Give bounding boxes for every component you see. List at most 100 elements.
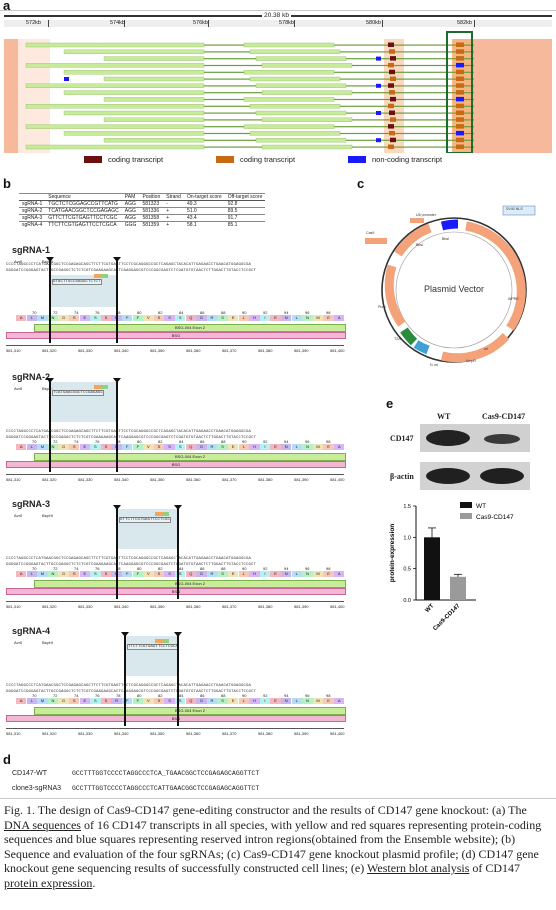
aa-number: 70 (32, 566, 37, 571)
noncoding-exon (376, 83, 381, 88)
ruler-label: 581,390 (294, 348, 309, 353)
table-cell: 581336 (139, 207, 164, 215)
clone-seq-row: clone3-sgRNA3 GCCTTTGGTCCCCTAGGCCCTCATTG… (12, 785, 259, 792)
table-cell: sgRNA-4 (19, 221, 46, 228)
amino-acid: L (291, 444, 302, 450)
amino-acid: N (281, 571, 292, 577)
plasmid-feature-label: T2A (394, 337, 401, 341)
ruler-label: 581,380 (258, 348, 273, 353)
bsg-bar: BSG (6, 588, 346, 595)
cut-marker (174, 632, 182, 637)
aa-number: 76 (95, 439, 100, 444)
aa-number: 72 (53, 310, 58, 315)
exon-block (243, 42, 335, 48)
amino-acid: E (323, 315, 334, 321)
amino-acid: I (259, 444, 271, 450)
noncoding-exon (64, 77, 69, 81)
amino-acid: R (206, 315, 218, 321)
amino-acid: S (175, 315, 186, 321)
amino-acid: S (164, 315, 175, 321)
ruler-label: 581,370 (222, 348, 237, 353)
amino-acid: E (228, 698, 239, 704)
table-cell: TGCTCTCGGAGCCGTTCATG (45, 200, 122, 208)
caption-link-western-blot[interactable]: Western blot analysis (367, 861, 470, 876)
amino-acid: A (16, 571, 27, 577)
amino-acid: S (217, 315, 228, 321)
aa-number: 78 (116, 693, 121, 698)
amino-acid: M (37, 444, 48, 450)
amino-acid: Q (185, 571, 196, 577)
top-strand: CCCCTAGGCCCTCATGAACGGCTCCGAGAGCAGCTTCTTC… (6, 430, 252, 434)
blot-col-wt: WT (437, 412, 451, 421)
cut-marker (46, 378, 54, 383)
ruler-label: 581,400 (330, 604, 345, 609)
blot-col-ko: Cas9-CD147 (482, 412, 526, 421)
amino-acid: A (334, 444, 345, 450)
amino-acid: H (249, 315, 260, 321)
ruler-label: 581,370 (222, 477, 237, 482)
amino-acid: S (164, 698, 175, 704)
coding-exon (456, 56, 464, 61)
coding-exon (388, 124, 394, 129)
table-header: Position (139, 193, 164, 201)
amino-acid: G (196, 444, 207, 450)
aa-number: 74 (74, 693, 79, 698)
position-ruler (6, 601, 344, 602)
amino-acid: E (79, 571, 90, 577)
aa-number: 96 (305, 439, 310, 444)
caption-link-dna-sequences[interactable]: DNA sequences (4, 817, 81, 832)
exon-block (103, 138, 205, 143)
amino-acid: E (270, 444, 281, 450)
aa-number: 88 (221, 566, 226, 571)
coding-exon (456, 117, 464, 122)
ruler-label: 581,310 (6, 477, 21, 482)
coding-exon (456, 49, 464, 54)
guide-sequence: TCATGAACGGCTCCGAGAGC (52, 390, 105, 396)
caption-mid2: of CD147 (469, 861, 521, 876)
amino-acid: E (79, 698, 90, 704)
exon-block (103, 76, 205, 82)
legend-swatch-coding-red (84, 156, 102, 163)
bottom-strand: GGGGATCCGGGAGTACTTGCCGAGGCTCTCTCGTCGAAGA… (6, 436, 257, 440)
table-cell: + (163, 214, 184, 222)
amino-acid: G (58, 698, 69, 704)
amino-acid: F (132, 315, 143, 321)
amino-acid: F (122, 315, 133, 321)
ruler-label: 581,330 (78, 604, 93, 609)
table-cell: + (163, 221, 184, 228)
sgrna-title: sgRNA-3 (12, 499, 51, 509)
aa-number: 84 (179, 693, 184, 698)
scale-label: 20.38 kb (262, 12, 291, 19)
amino-acid: S (90, 571, 101, 577)
position-ruler (6, 474, 344, 475)
cut-line (116, 507, 118, 599)
amino-acid: N (302, 315, 313, 321)
amino-acid: G (58, 571, 69, 577)
exon-block (103, 117, 205, 122)
ruler-label: 581,310 (6, 731, 21, 736)
plasmid-title: Plasmid Vector (424, 284, 484, 294)
restriction-site-label: AvrII (14, 259, 23, 264)
aa-number: 92 (263, 566, 268, 571)
pam-box (163, 639, 169, 643)
amino-acid: N (47, 315, 59, 321)
amino-acid: R (111, 698, 122, 704)
coding-exon (456, 96, 464, 102)
aa-number: 82 (158, 310, 163, 315)
amino-acid: F (132, 698, 143, 704)
pam-box (102, 274, 108, 278)
amino-acid: S (153, 571, 165, 577)
table-cell: 581323 (139, 200, 164, 208)
ruler-label: 581,330 (78, 477, 93, 482)
exon-block (261, 144, 353, 150)
ruler-label: 581,400 (330, 477, 345, 482)
amino-acid: Q (185, 315, 196, 321)
coding-exon (389, 130, 395, 136)
caption-link-protein-expression[interactable]: protein expression (4, 875, 93, 890)
plasmid-feature-label: Puro (378, 305, 386, 309)
table-cell: 89.5 (224, 207, 266, 215)
wt-seq: GCCTTTGGTCCCCTAGGCCCTCA_TGAACGGCTCCGAGAG… (72, 770, 260, 777)
bottom-strand: GGGGATCCGGGAGTACTTGCCGAGGCTCTCTCGTCGAAGA… (6, 690, 257, 694)
